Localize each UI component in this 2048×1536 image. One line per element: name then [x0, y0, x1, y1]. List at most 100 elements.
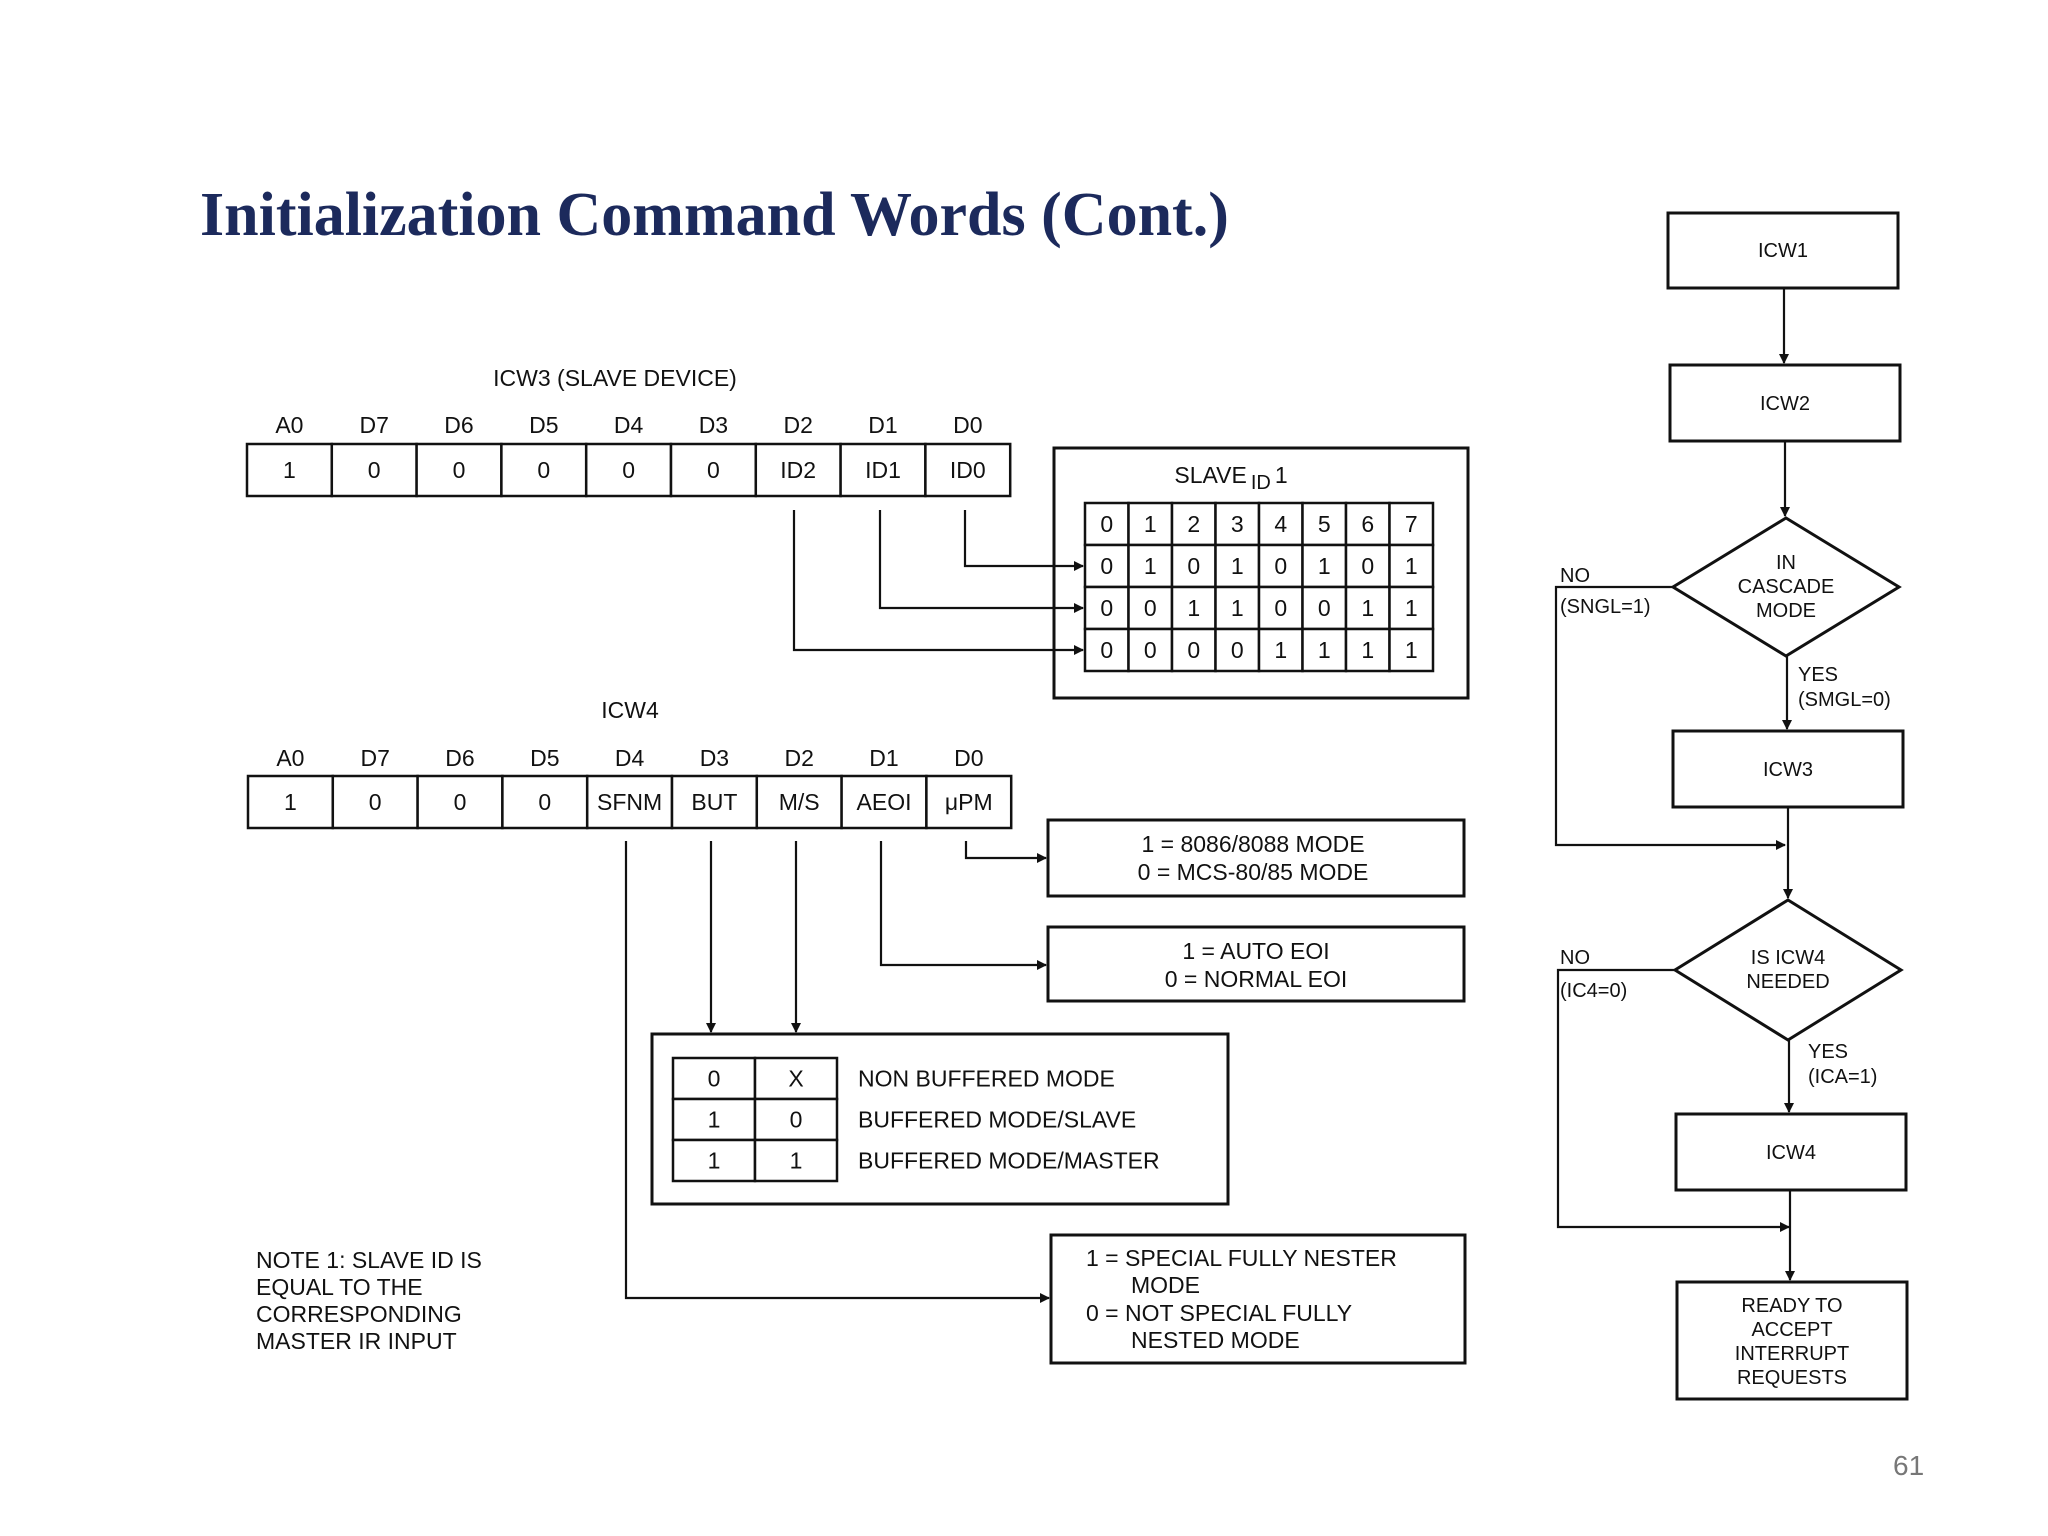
flow-icw4-needed-decision	[1672, 898, 1904, 1042]
icw4-header-1: D7	[360, 745, 389, 771]
sfnm-line-3: 0 = NOT SPECIAL FULLY	[1086, 1300, 1352, 1326]
slave-grid-value: 0	[1144, 595, 1157, 621]
id2-connector	[792, 510, 1084, 655]
icw3-header-2: D6	[444, 412, 473, 438]
slave-grid-value: 1	[1231, 553, 1244, 579]
slave-grid-header: 4	[1274, 511, 1287, 537]
aeoi-frame	[1046, 925, 1466, 1003]
slave-grid-value: 0	[1274, 595, 1287, 621]
icw3-header-7: D1	[868, 412, 897, 438]
slave-grid-cell	[1301, 543, 1348, 589]
icw3-header-1: D7	[359, 412, 388, 438]
cascade-yes-condition: (SMGL=0)	[1798, 689, 1891, 711]
sfnm-connector	[624, 841, 1050, 1303]
aeoi-line-2: 0 = NORMAL EOI	[1165, 966, 1348, 992]
slave-grid-cell	[1083, 543, 1130, 589]
aeoi-line-1: 1 = AUTO EOI	[1182, 938, 1329, 964]
icw4-no-label: NO	[1560, 947, 1590, 969]
flow-icw1-label: ICW1	[1758, 240, 1808, 262]
icw4-bit-cell	[246, 774, 335, 830]
icw3-caption: ICW3 (SLAVE DEVICE)	[493, 365, 737, 391]
icw3-bit-value-0: 1	[283, 457, 296, 483]
slave-grid-value: 0	[1100, 595, 1113, 621]
icw4-bit-value-2: 0	[454, 789, 467, 815]
slave-grid-value: 0	[1144, 637, 1157, 663]
slave-grid-cell	[1301, 501, 1348, 547]
cascade-line-1: IN	[1776, 552, 1796, 574]
sfnm-frame	[1049, 1233, 1467, 1365]
slave-grid-value: 1	[1318, 553, 1331, 579]
icw4-bit-cell	[925, 774, 1013, 830]
flow-icw3-label: ICW3	[1763, 759, 1813, 781]
note-block: NOTE 1: SLAVE ID IS EQUAL TO THE CORRESP…	[256, 1247, 482, 1354]
upm-frame	[1046, 818, 1466, 898]
icw3-bit-value-3: 0	[537, 457, 550, 483]
icw4-yes-label: YES	[1808, 1041, 1848, 1063]
icw3-bit-cell	[669, 442, 758, 498]
icw3-bit-cell	[924, 442, 1012, 498]
icw3-bit-value-4: 0	[622, 457, 635, 483]
id1-connector	[878, 510, 1084, 613]
slave-grid-cell	[1214, 543, 1261, 589]
slave-grid-value: 0	[1231, 637, 1244, 663]
buffer-but-cell	[671, 1056, 757, 1101]
note-line-2: EQUAL TO THE	[256, 1274, 423, 1300]
slave-grid-cell	[1388, 585, 1435, 631]
slave-grid-header: 7	[1405, 511, 1418, 537]
icw4-bit-value-4: SFNM	[597, 789, 662, 815]
slave-grid-value: 1	[1405, 553, 1418, 579]
icw4-no-condition: (IC4=0)	[1560, 980, 1627, 1002]
slave-grid-value: 1	[1187, 595, 1200, 621]
note-line-3: CORRESPONDING	[256, 1301, 462, 1327]
icw4-bit-cell	[331, 774, 419, 830]
slave-grid-value: 0	[1361, 553, 1374, 579]
cascade-no-label: NO	[1560, 565, 1590, 587]
icw3-header-4: D4	[614, 412, 644, 438]
icw4-bit-value-1: 0	[369, 789, 382, 815]
slave-grid-header: 6	[1361, 511, 1374, 537]
icw4-caption: ICW4	[601, 697, 659, 723]
flow-icw1-box	[1666, 211, 1900, 290]
buffer-ms-cell	[753, 1097, 839, 1142]
flowchart: ICW1 ICW2 IN CASCADE MODE NO (SNGL=1) YE…	[1554, 211, 1909, 1401]
ready-line-1: READY TO	[1741, 1295, 1842, 1317]
icw3-header-3: D5	[529, 412, 558, 438]
icw3-header-0: A0	[275, 412, 303, 438]
slave-grid-value: 0	[1100, 637, 1113, 663]
slave-grid-value: 0	[1274, 553, 1287, 579]
icw4-header-8: D0	[954, 745, 983, 771]
icw4-needed-line-2: NEEDED	[1746, 971, 1829, 993]
slave-grid-cell	[1257, 627, 1304, 673]
slave-grid-header: 5	[1318, 511, 1331, 537]
icw3-bit-value-8: ID0	[950, 457, 986, 483]
upm-mode-box: 1 = 8086/8088 MODE 0 = MCS-80/85 MODE	[1046, 818, 1466, 898]
flow-icw4-box	[1674, 1112, 1908, 1192]
flow-skip-icw4	[1556, 968, 1790, 1232]
slave-grid-cell	[1388, 501, 1435, 547]
icw4-bit-cell	[840, 774, 928, 830]
slave-grid-value: 1	[1274, 637, 1287, 663]
cascade-line-3: MODE	[1756, 600, 1816, 622]
cascade-no-condition: (SNGL=1)	[1560, 596, 1651, 618]
sfnm-box: 1 = SPECIAL FULLY NESTER MODE 0 = NOT SP…	[1049, 1233, 1467, 1365]
icw4-yes-condition: (ICA=1)	[1808, 1066, 1877, 1088]
icw4-bit-value-6: M/S	[779, 789, 820, 815]
icw4-header-6: D2	[784, 745, 813, 771]
ready-line-2: ACCEPT	[1751, 1319, 1832, 1341]
slave-grid-value: 1	[1361, 637, 1374, 663]
slave-grid-header: 3	[1231, 511, 1244, 537]
page-number: 61	[1893, 1450, 1925, 1481]
slave-grid-cell	[1170, 627, 1217, 673]
buffer-ms-cell	[753, 1056, 839, 1101]
slave-grid-value: 1	[1361, 595, 1374, 621]
slave-grid-header: 2	[1187, 511, 1200, 537]
sfnm-line-4: NESTED MODE	[1131, 1327, 1300, 1353]
icw4-bit-value-0: 1	[284, 789, 297, 815]
slave-grid-value: 1	[1231, 595, 1244, 621]
icw3-connectors	[792, 510, 1084, 655]
aeoi-box: 1 = AUTO EOI 0 = NORMAL EOI	[1046, 925, 1466, 1003]
